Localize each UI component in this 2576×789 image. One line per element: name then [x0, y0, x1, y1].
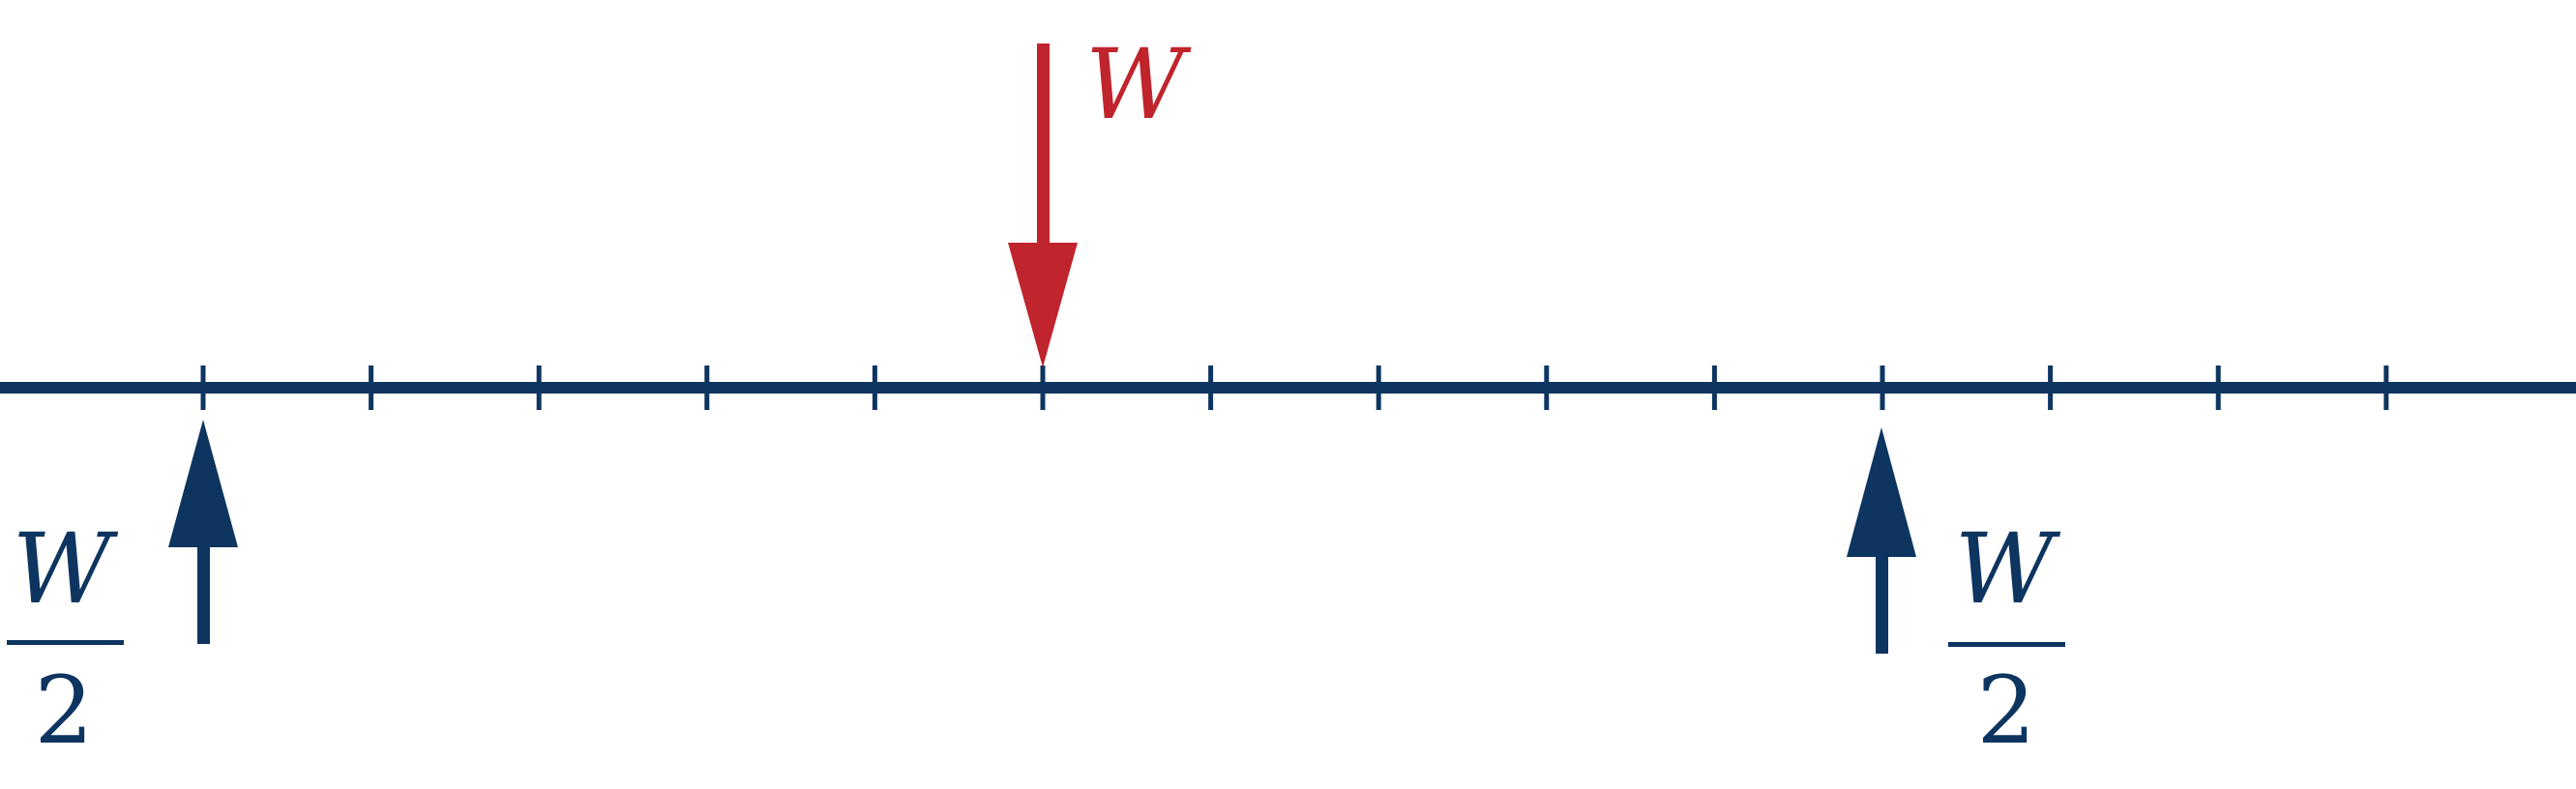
- applied-load-arrow: [1008, 44, 1078, 367]
- left-reaction-arrow-head: [168, 420, 238, 547]
- beam-tick: [1880, 365, 1885, 410]
- beam-tick: [872, 365, 877, 410]
- left-reaction-arrow: [168, 420, 238, 644]
- beam-tick: [200, 365, 206, 410]
- beam-tick: [2215, 365, 2221, 410]
- left-reaction-numerator: W: [13, 512, 119, 626]
- left-reaction-arrow-shaft: [197, 543, 210, 644]
- beam-ticks: [200, 365, 2389, 410]
- right-reaction-label: W 2: [1948, 512, 2065, 765]
- load-arrow-head: [1008, 243, 1078, 367]
- right-reaction-numerator: W: [1955, 512, 2061, 626]
- left-reaction-denominator: 2: [34, 657, 93, 765]
- beam-tick: [2384, 365, 2389, 410]
- load-label: W: [1085, 28, 1192, 141]
- right-reaction-arrow-head: [1847, 427, 1916, 557]
- left-reaction-label: W 2: [7, 512, 124, 765]
- right-reaction-denominator: 2: [1976, 657, 2035, 765]
- beam-tick: [704, 365, 710, 410]
- beam-tick: [1040, 365, 1046, 410]
- right-reaction-arrow-shaft: [1876, 553, 1888, 654]
- right-reaction-arrow: [1847, 427, 1916, 654]
- beam-tick: [2048, 365, 2054, 410]
- right-reaction-fraction-bar: [1948, 642, 2065, 647]
- beam-tick: [1711, 365, 1717, 410]
- beam: [0, 382, 2576, 394]
- beam-tick: [1208, 365, 1214, 410]
- beam-tick: [1544, 365, 1550, 410]
- beam-tick: [536, 365, 542, 410]
- beam-tick: [1376, 365, 1381, 410]
- beam-tick: [369, 365, 374, 410]
- load-arrow-shaft: [1037, 44, 1050, 247]
- left-reaction-fraction-bar: [7, 640, 124, 645]
